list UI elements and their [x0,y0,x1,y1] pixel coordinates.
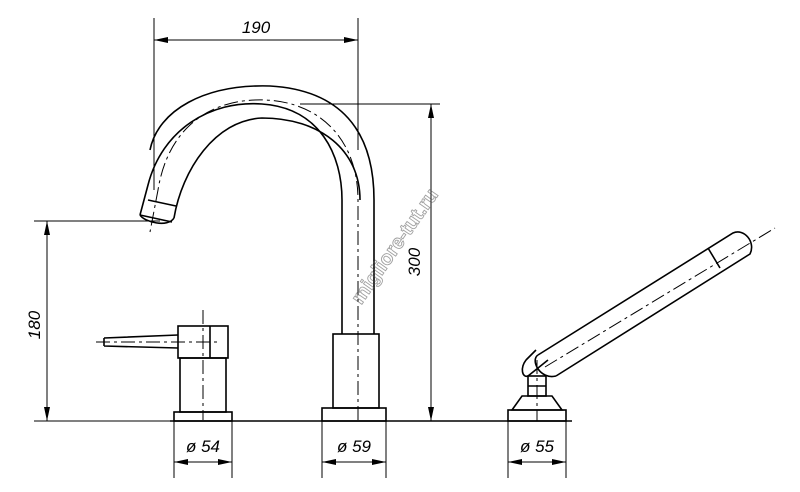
dimension-shower-diameter: ø 55 [507,421,567,478]
dimension-lever-diameter: ø 54 [173,421,233,478]
lever-mixer [96,310,233,422]
spout [139,85,387,422]
dimension-outlet-height: 180 [25,220,172,422]
dimension-label-lever-diameter: ø 54 [186,437,220,456]
dimension-label-outlet-height: 180 [25,310,44,339]
watermark-text: migliore-tut.ru [347,185,443,309]
dimension-label-spout-reach: 190 [242,18,271,37]
dimension-label-spout-height: 300 [405,247,424,276]
dimension-spout-diameter: ø 59 [321,421,387,478]
dimension-label-shower-diameter: ø 55 [520,437,555,456]
dimension-spout-reach: 190 [153,18,359,190]
dimension-label-spout-diameter: ø 59 [337,437,372,456]
hand-shower [507,227,776,422]
dimension-spout-height: 300 [300,103,440,422]
